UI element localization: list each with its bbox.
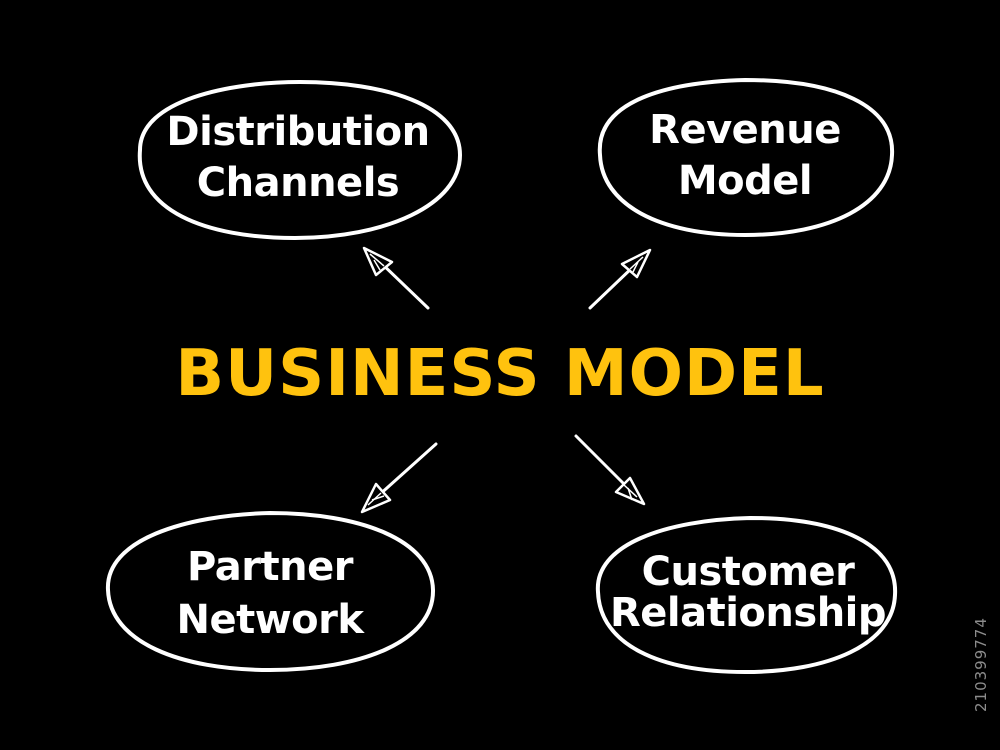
arrow-to-partner-network [360, 442, 438, 514]
node-label-line2: Channels [197, 160, 399, 206]
node-revenue-model: Revenue Model [597, 77, 895, 238]
node-customer-relationship: Customer Relationship [595, 515, 898, 675]
node-label-line1: Partner [187, 544, 354, 590]
arrow-to-revenue-model [588, 248, 652, 310]
node-outline [597, 77, 895, 238]
node-label-line2: Network [177, 597, 366, 643]
arrow-to-customer-relationship [574, 434, 646, 506]
node-outline [595, 515, 898, 675]
node-label-line1: Revenue [649, 107, 841, 153]
central-topic-title: BUSINESS MODEL [175, 337, 824, 411]
node-distribution-channels: Distribution Channels [137, 79, 463, 241]
node-label-line2: Model [678, 158, 812, 204]
node-outline [137, 79, 463, 241]
arrow-to-distribution-channels [362, 246, 430, 310]
side-image-id: 210399774 [972, 617, 990, 712]
node-label-line2: Relationship [610, 590, 886, 636]
node-label-line1: Distribution [166, 109, 429, 155]
node-label-line1: Customer [642, 549, 856, 595]
node-partner-network: Partner Network [105, 510, 436, 673]
node-outline [105, 510, 436, 673]
